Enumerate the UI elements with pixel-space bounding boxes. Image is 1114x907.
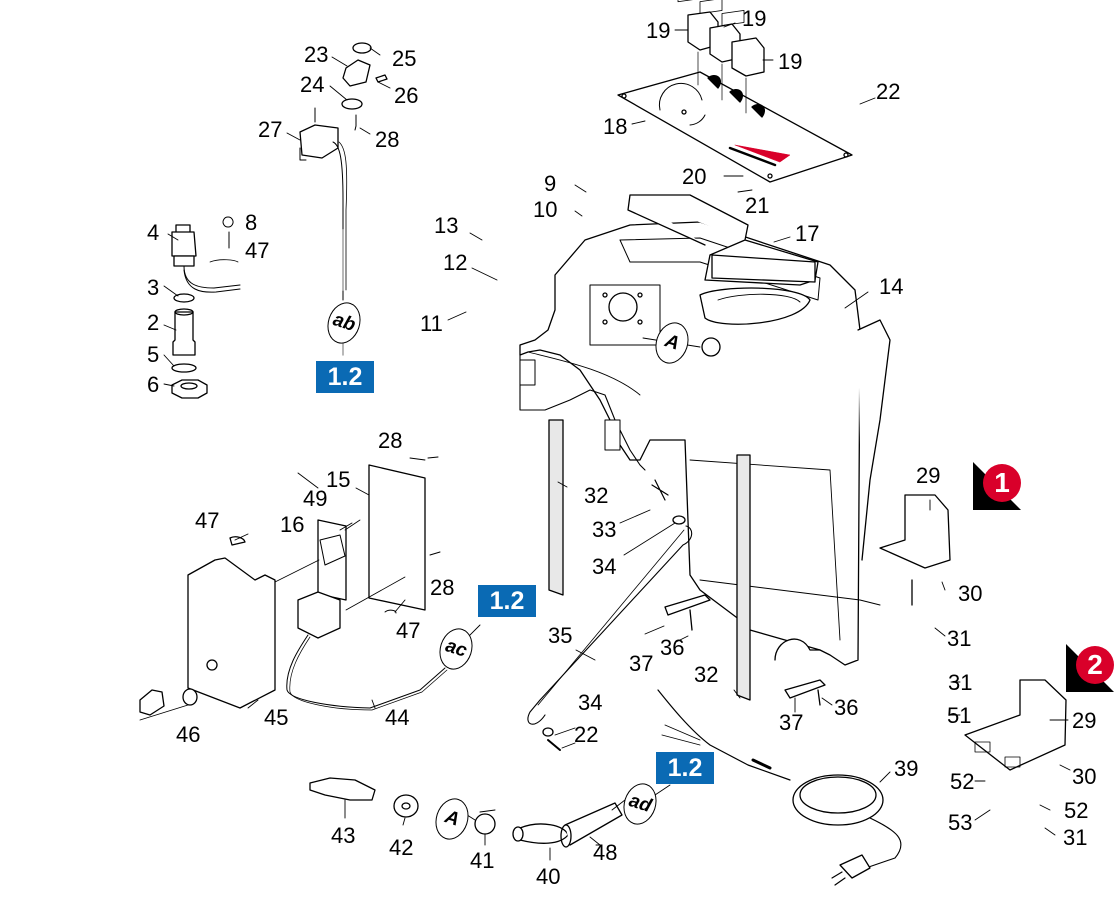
- thermostat-assembly: [299, 42, 388, 356]
- part-label-6: 6: [147, 372, 160, 397]
- part-label-47-b: 47: [195, 508, 220, 533]
- part-label-26: 26: [394, 83, 419, 108]
- part-label-28-b: 28: [378, 428, 403, 453]
- part-label-45: 45: [264, 705, 289, 730]
- part-label-9: 9: [544, 171, 557, 196]
- legs-and-cable: [527, 419, 826, 751]
- part-label-12: 12: [443, 250, 468, 275]
- part-label-29-a: 29: [916, 463, 941, 488]
- part-label-32-a: 32: [584, 483, 609, 508]
- part-label-29-b: 29: [1072, 708, 1097, 733]
- variant-marker-2: 2: [1066, 644, 1114, 692]
- reference-badge-ad[interactable]: 1.2: [656, 752, 714, 784]
- part-label-44: 44: [385, 705, 410, 730]
- part-label-21: 21: [745, 193, 770, 218]
- part-label-42: 42: [389, 835, 414, 860]
- part-label-2: 2: [147, 310, 160, 335]
- part-label-43: 43: [331, 823, 356, 848]
- control-panel-part-18: [617, 0, 853, 183]
- part-label-52-a: 52: [950, 769, 975, 794]
- reference-badge-ab[interactable]: 1.2: [316, 361, 374, 393]
- pressure-switch-assembly: [171, 216, 241, 399]
- part-label-47-c: 47: [396, 618, 421, 643]
- part-label-37-b: 37: [779, 710, 804, 735]
- part-label-31-a: 31: [947, 626, 972, 651]
- part-label-13: 13: [434, 213, 459, 238]
- part-label-39: 39: [894, 756, 919, 781]
- part-label-30-a: 30: [958, 581, 983, 606]
- part-label-53: 53: [948, 810, 973, 835]
- part-label-23: 23: [304, 42, 329, 67]
- part-label-34-a: 34: [592, 554, 617, 579]
- lid-part-17: [627, 194, 819, 286]
- part-label-17: 17: [795, 221, 820, 246]
- part-label-30-b: 30: [1072, 764, 1097, 789]
- part-label-35: 35: [548, 623, 573, 648]
- part-label-4: 4: [147, 220, 160, 245]
- variant-marker-2-number: 2: [1076, 646, 1114, 684]
- part-label-28-a: 28: [375, 127, 400, 152]
- part-label-36-a: 36: [660, 635, 685, 660]
- part-label-49: 49: [303, 486, 328, 511]
- housing-part-14: [519, 221, 891, 666]
- leader-lines: [139, 22, 1071, 861]
- part-label-16: 16: [280, 512, 305, 537]
- part-label-19-a: 19: [646, 18, 671, 43]
- part-label-36-b: 36: [834, 695, 859, 720]
- part-label-34-b: 34: [578, 690, 603, 715]
- part-label-22-a: 22: [876, 79, 901, 104]
- variant-marker-1: 1: [973, 462, 1021, 510]
- part-label-47-a: 47: [245, 238, 270, 263]
- part-label-37-a: 37: [629, 651, 654, 676]
- part-label-22-b: 22: [574, 722, 599, 747]
- part-label-31-b: 31: [948, 670, 973, 695]
- part-label-5: 5: [147, 342, 160, 367]
- power-cable-part-39: [657, 689, 902, 886]
- reference-badge-ac[interactable]: 1.2: [478, 585, 536, 617]
- part-label-28-c: 28: [430, 575, 455, 600]
- part-label-51: 51: [947, 703, 972, 728]
- variant-marker-1-number: 1: [983, 464, 1021, 502]
- part-label-48: 48: [593, 840, 618, 865]
- part-label-11: 11: [420, 311, 443, 336]
- part-label-52-b: 52: [1064, 798, 1089, 823]
- part-label-31-c: 31: [1063, 825, 1088, 850]
- part-label-19-c: 19: [778, 49, 803, 74]
- part-label-46: 46: [176, 722, 201, 747]
- part-label-27: 27: [258, 117, 283, 142]
- part-label-10: 10: [533, 197, 558, 222]
- part-label-33: 33: [592, 517, 617, 542]
- part-label-20: 20: [682, 164, 707, 189]
- part-label-25: 25: [392, 46, 417, 71]
- part-label-14: 14: [879, 274, 904, 299]
- part-label-24: 24: [300, 72, 325, 97]
- switches-part-19: [687, 11, 765, 114]
- part-label-19-b: 19: [742, 6, 767, 31]
- electrical-box-assembly: [139, 456, 448, 716]
- part-label-32-b: 32: [694, 662, 719, 687]
- bracket-variant-1: [879, 494, 951, 606]
- part-label-3: 3: [147, 275, 160, 300]
- part-label-41: 41: [470, 848, 495, 873]
- part-label-15: 15: [326, 467, 351, 492]
- part-label-18: 18: [603, 114, 628, 139]
- part-label-8: 8: [245, 210, 258, 235]
- bracket-variant-2: [964, 679, 1067, 771]
- hose-assembly: [309, 777, 623, 848]
- part-label-40: 40: [536, 864, 561, 889]
